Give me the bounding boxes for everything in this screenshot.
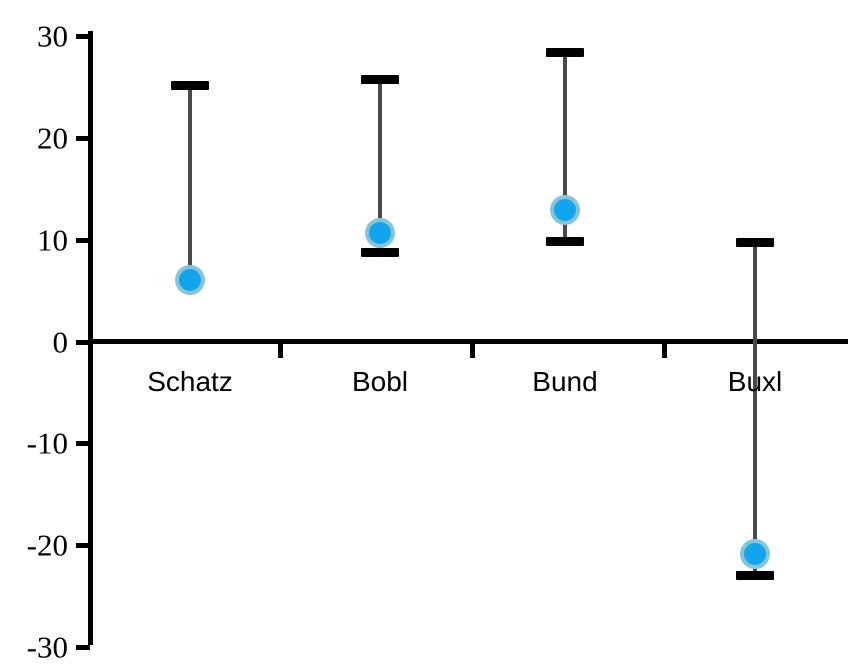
x-tick-mark <box>662 344 667 358</box>
current-value-marker <box>550 195 580 226</box>
range-low-cap <box>736 571 774 581</box>
current-value-marker <box>175 265 205 296</box>
y-tick-mark <box>76 542 90 548</box>
y-axis-labels: 30 20 10 0 -10 -20 -30 <box>0 0 68 669</box>
range-stem <box>753 241 757 576</box>
y-tick-label: -20 <box>26 527 68 563</box>
category-label-bobl: Bobl <box>351 366 409 397</box>
x-tick-mark <box>470 344 475 358</box>
range-high-cap <box>736 237 774 247</box>
range-high-cap <box>171 81 209 91</box>
x-axis-line <box>88 339 848 344</box>
y-tick-mark <box>76 339 90 345</box>
current-value-marker <box>365 217 395 248</box>
y-tick-label: -10 <box>26 425 68 461</box>
range-high-cap <box>546 47 584 57</box>
current-value-marker <box>740 539 770 570</box>
range-high-cap <box>361 75 399 85</box>
y-axis-line <box>88 31 93 645</box>
range-low-cap <box>546 236 584 246</box>
y-tick-mark <box>76 34 90 40</box>
category-label-buxl: Buxl <box>727 366 783 397</box>
range-stem <box>563 51 567 241</box>
y-tick-label: -30 <box>26 629 68 665</box>
category-label-schatz: Schatz <box>147 366 233 397</box>
y-tick-label: 30 <box>37 18 68 54</box>
y-tick-label: 0 <box>52 324 69 359</box>
y-tick-mark <box>76 237 90 243</box>
y-tick-mark <box>76 644 90 650</box>
category-label-bund: Bund <box>532 366 598 397</box>
y-tick-label: 20 <box>37 120 68 156</box>
range-low-cap <box>361 248 399 257</box>
range-stem <box>188 85 192 281</box>
range-stem <box>378 79 382 252</box>
y-tick-mark <box>76 136 90 142</box>
y-tick-mark <box>76 441 90 447</box>
x-tick-mark <box>278 344 283 358</box>
y-tick-label: 10 <box>37 222 68 258</box>
